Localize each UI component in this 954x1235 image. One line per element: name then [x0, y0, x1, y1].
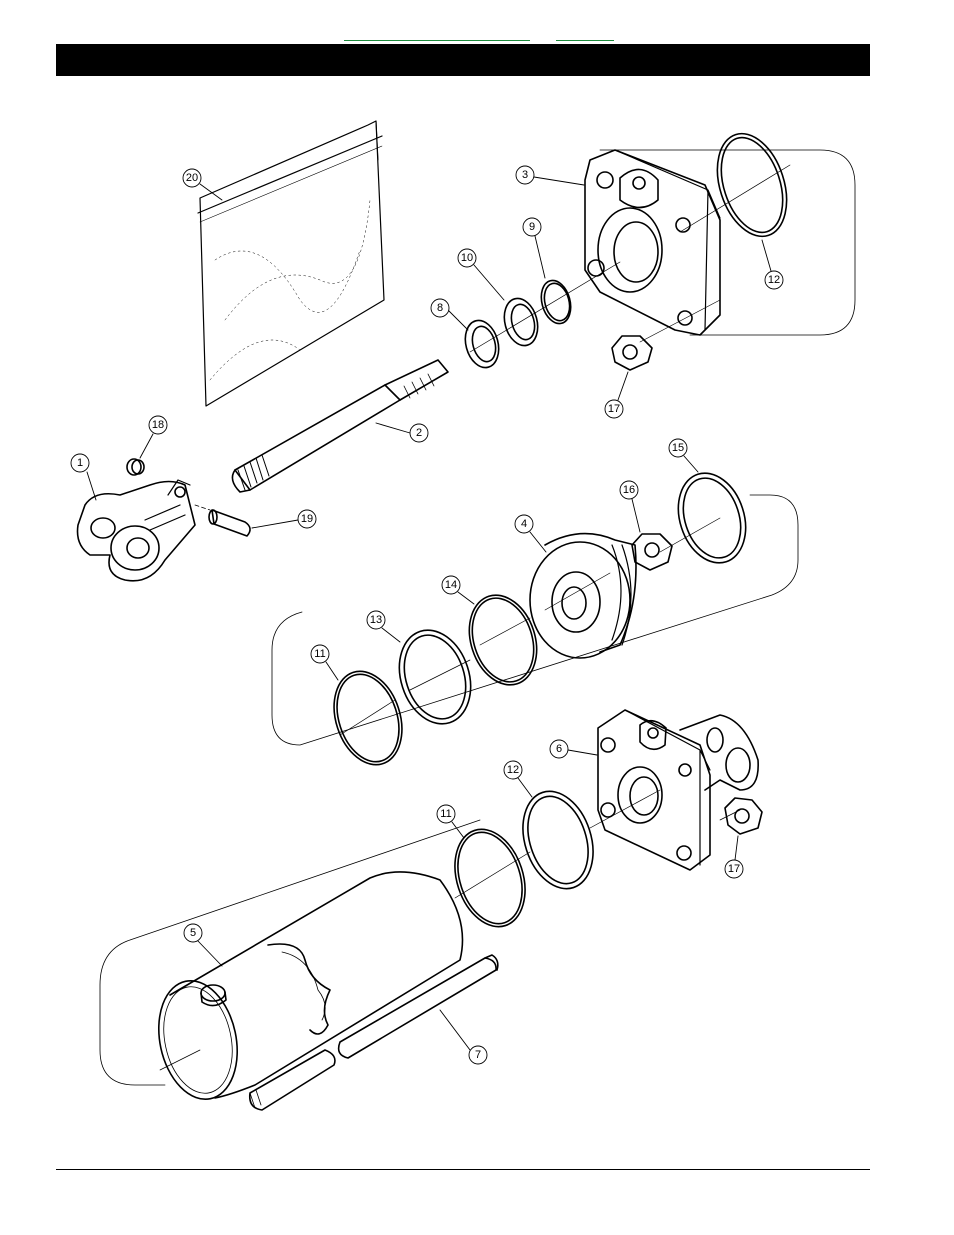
cylinder-base-clevis — [598, 710, 758, 870]
callout-16: 16 — [623, 484, 635, 496]
callout-13: 13 — [370, 614, 382, 626]
retainer-ring-small — [127, 459, 144, 475]
hex-nut-piston — [632, 534, 672, 570]
callout-labels — [71, 166, 783, 1064]
callout-15: 15 — [672, 442, 684, 454]
callout-3: 3 — [522, 169, 528, 181]
hex-nut-base — [725, 798, 762, 834]
callout-10: 10 — [461, 252, 473, 264]
clevis-pin — [195, 505, 250, 536]
callout-1: 1 — [77, 457, 83, 469]
callout-17-top: 17 — [608, 403, 620, 415]
snap-ring-lower — [443, 820, 537, 936]
rod-end-clevis — [78, 480, 196, 581]
callout-6: 6 — [556, 743, 562, 755]
rod-o-ring — [537, 277, 575, 327]
callout-19: 19 — [301, 513, 313, 525]
group-band-lower — [100, 820, 480, 1085]
hex-nut-head — [612, 336, 652, 370]
rod-seal — [499, 295, 542, 350]
footer-rule — [56, 1169, 870, 1170]
callout-12-top: 12 — [768, 274, 780, 286]
callout-numbers: 1 2 3 4 5 6 7 8 9 10 11 11 12 12 13 14 1… — [77, 169, 780, 1061]
cylinder-head-port — [585, 150, 720, 335]
callout-18: 18 — [152, 419, 164, 431]
parts-bag — [198, 121, 384, 406]
callout-8: 8 — [437, 302, 443, 314]
callout-14: 14 — [445, 579, 457, 591]
backup-ring-base — [511, 782, 605, 898]
callout-9: 9 — [529, 221, 535, 233]
piston-seal-ring — [388, 621, 482, 733]
wiper-seal — [460, 317, 503, 372]
callout-20: 20 — [186, 172, 198, 184]
group-band-middle — [272, 495, 798, 745]
assembly-axis-lines — [160, 165, 790, 1070]
callout-11-middle: 11 — [314, 648, 325, 660]
piston-rod — [232, 360, 448, 492]
callout-12-lower: 12 — [507, 764, 519, 776]
cylinder-barrel — [148, 872, 462, 1107]
callout-11-lower: 11 — [440, 808, 451, 820]
callout-2: 2 — [416, 427, 422, 439]
callout-5: 5 — [190, 927, 196, 939]
callout-17-bottom: 17 — [728, 863, 740, 875]
callout-4: 4 — [521, 518, 527, 530]
callout-7: 7 — [475, 1049, 481, 1061]
tie-rods — [250, 955, 498, 1110]
piston-backup-ring — [667, 464, 756, 571]
